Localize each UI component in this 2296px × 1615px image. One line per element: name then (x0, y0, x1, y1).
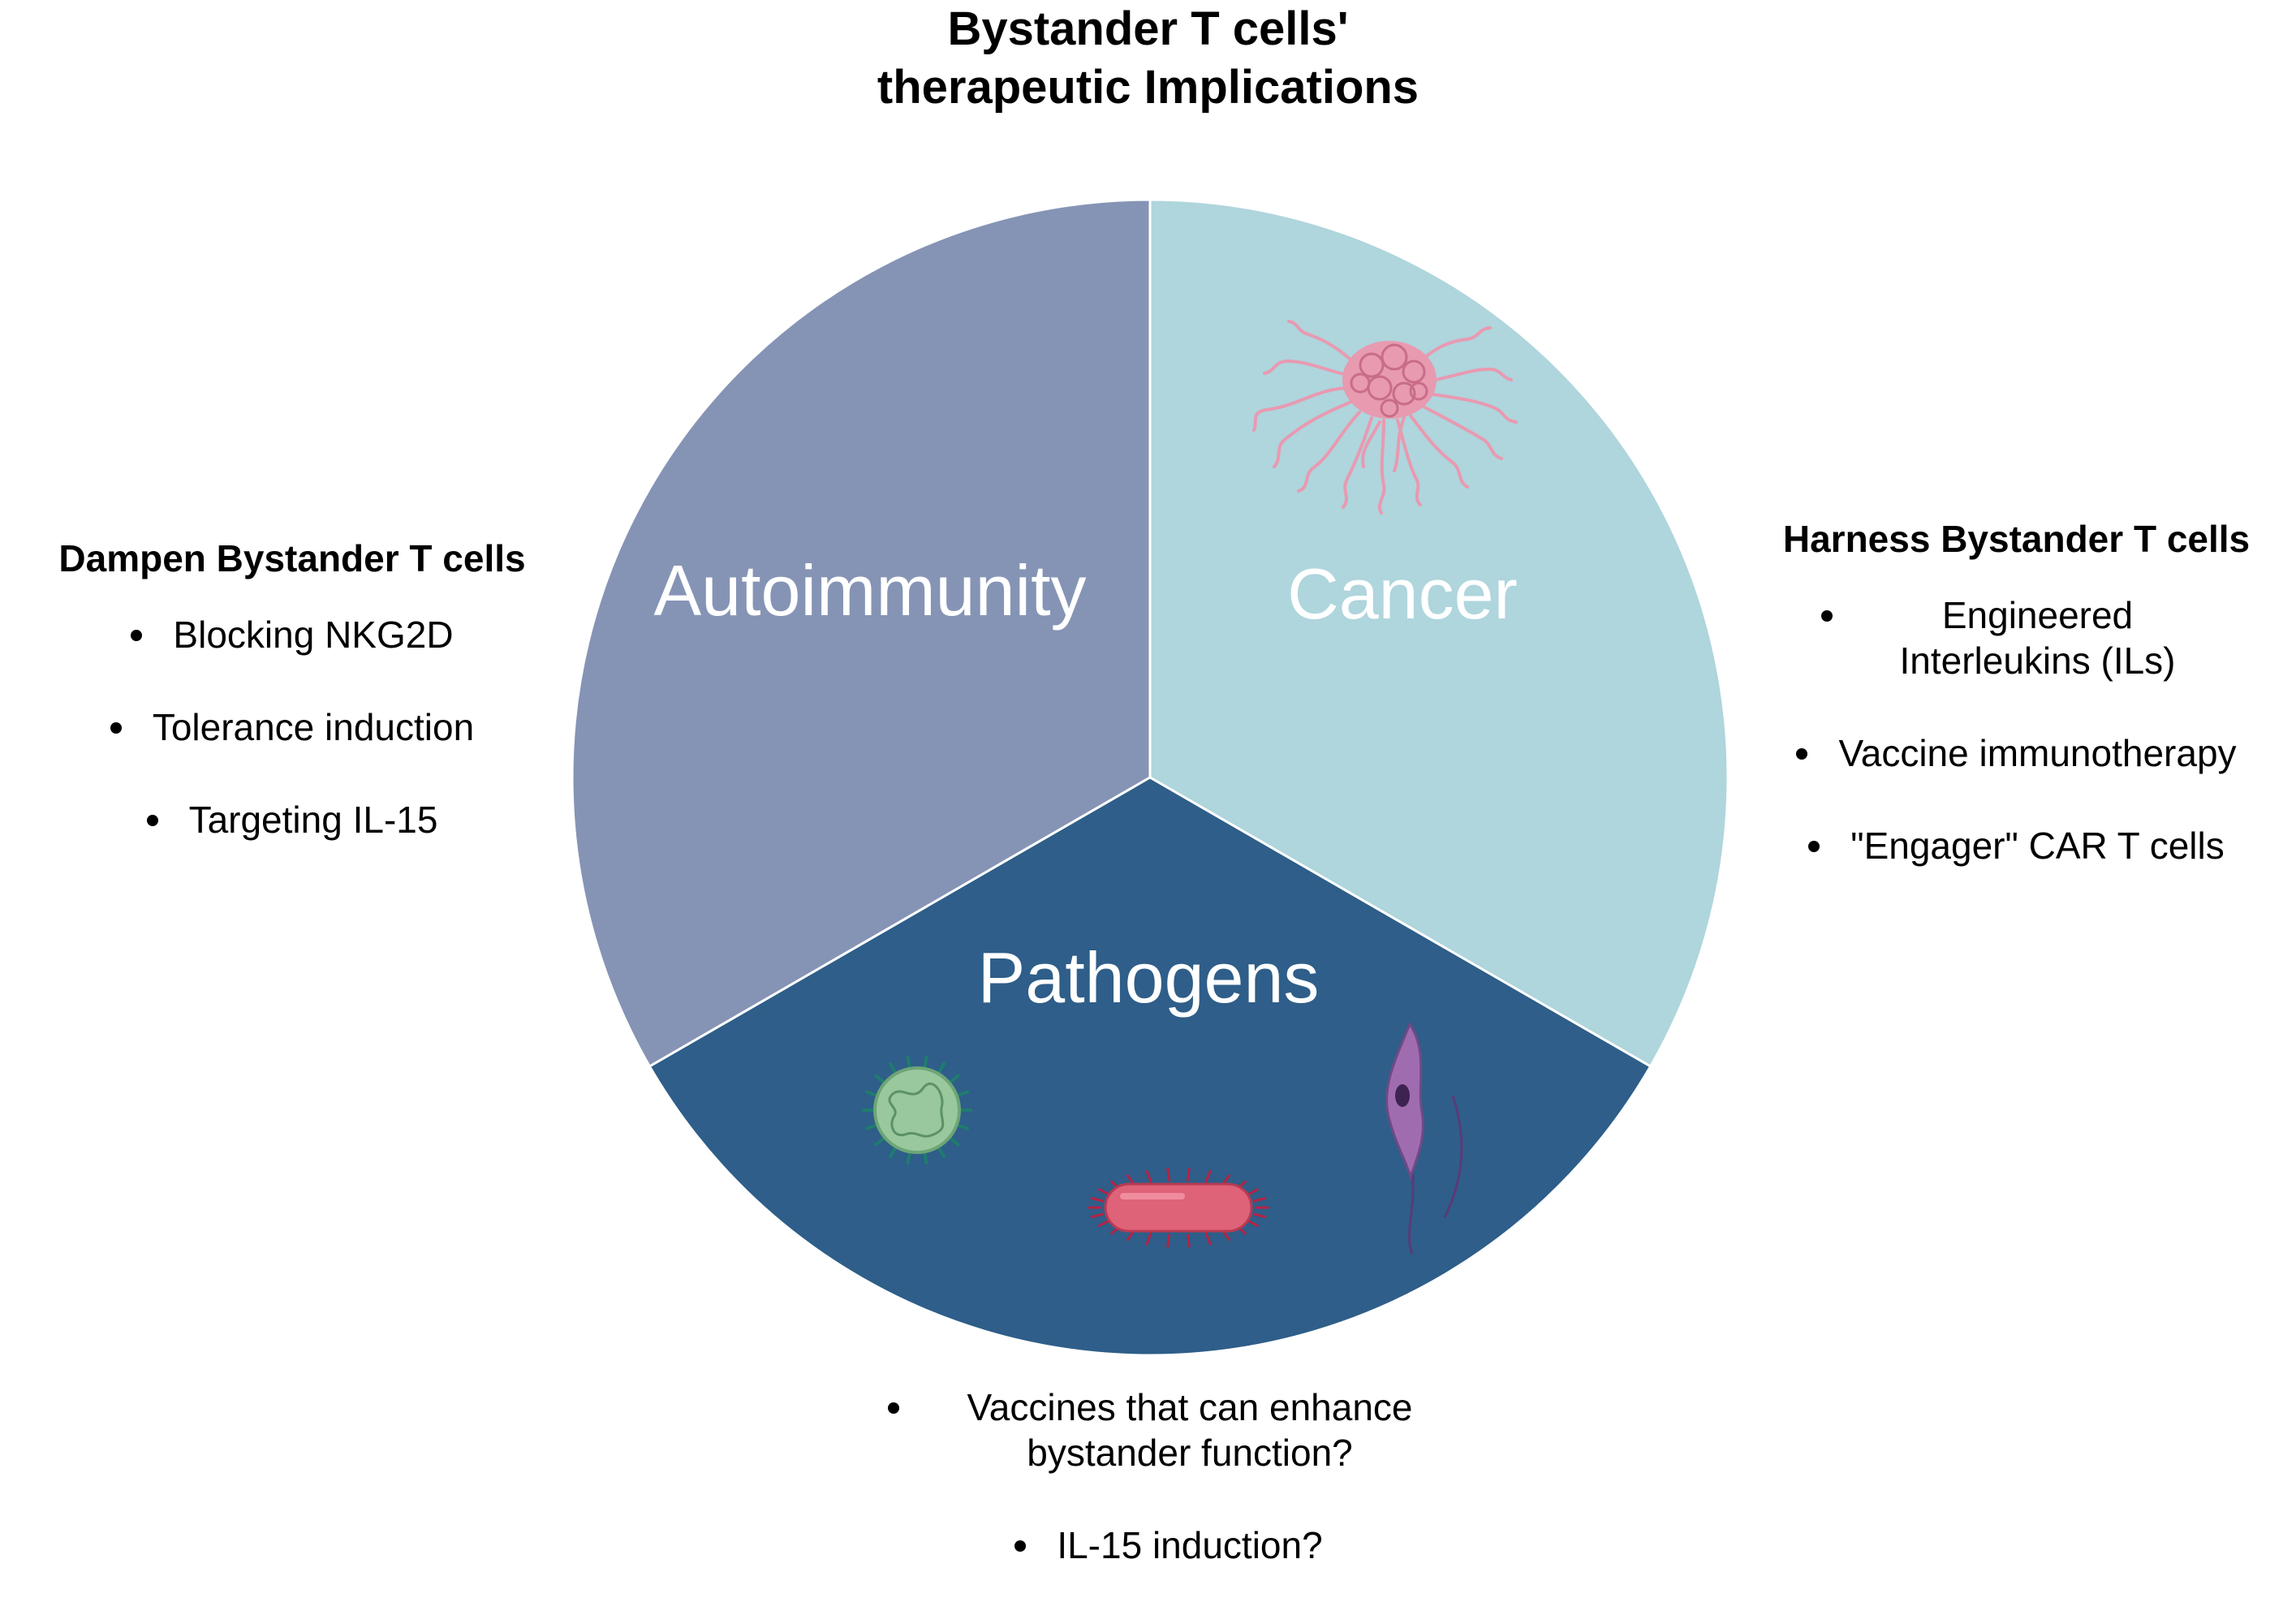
list-item: Vaccines that can enhance bystander func… (812, 1385, 1526, 1475)
harness-heading: Harness Bystander T cells (1782, 518, 2251, 560)
implications-wheel: Autoimmunity Cancer Pathogens (571, 198, 1730, 1357)
harness-list: Engineered Interleukins (ILs) Vaccine im… (1737, 592, 2296, 868)
list-item: "Engager" CAR T cells (1737, 823, 2296, 868)
tumor-icon (1252, 320, 1518, 515)
pathogens-list: Vaccines that can enhance bystander func… (812, 1385, 1526, 1568)
title-line-1: Bystander T cells' (947, 2, 1349, 55)
parasite-icon (1385, 1021, 1463, 1255)
pathogens-panel: Vaccines that can enhance bystander func… (812, 1385, 1526, 1615)
list-item: Engineered Interleukins (ILs) (1737, 592, 2296, 683)
autoimmunity-slice (571, 198, 1152, 1069)
virus-icon (862, 1056, 972, 1165)
cancer-label: Cancer (1287, 553, 1518, 634)
pathogens-label: Pathogens (978, 937, 1320, 1018)
list-item: IL-15 induction? (812, 1522, 1526, 1568)
list-item: Targeting IL-15 (0, 797, 584, 842)
list-item: Blocking NKG2D (0, 612, 584, 657)
autoimmunity-label: Autoimmunity (653, 550, 1086, 631)
list-item: Tolerance induction (0, 704, 584, 750)
harness-panel: Harness Bystander T cells Engineered Int… (1737, 516, 2296, 915)
dampen-list: Blocking NKG2D Tolerance induction Targe… (0, 612, 584, 842)
list-item: Vaccine immunotherapy (1737, 730, 2296, 776)
diagram-title: Bystander T cells' therapeutic Implicati… (0, 0, 2296, 117)
pathogens-slice (648, 776, 1652, 1357)
title-line-2: therapeutic Implications (877, 61, 1419, 114)
dampen-panel: Dampen Bystander T cells Blocking NKG2D … (0, 536, 584, 889)
dampen-heading: Dampen Bystander T cells (58, 537, 526, 579)
cancer-slice (1148, 198, 1730, 1069)
bacterium-icon (1088, 1167, 1269, 1248)
